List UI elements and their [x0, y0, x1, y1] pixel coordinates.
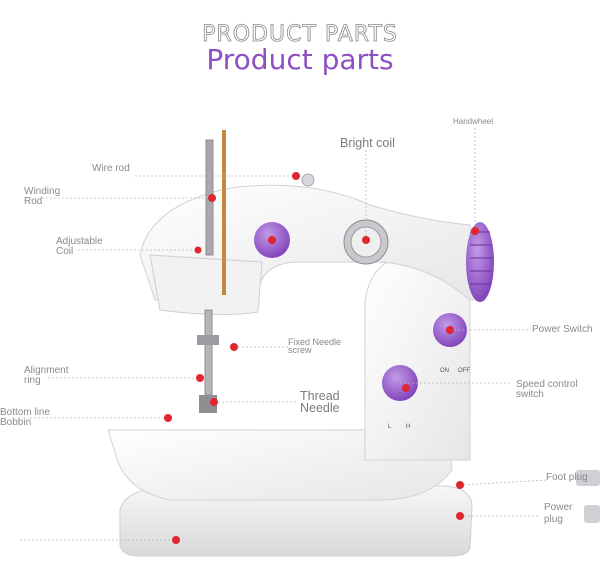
label-power-switch: Power Switch — [532, 324, 593, 335]
switch-on-mark: ON — [440, 368, 449, 374]
page-title: Product parts — [206, 43, 394, 76]
speed-low-mark: L — [388, 424, 392, 430]
needle-head — [149, 254, 263, 316]
speed-high-mark: H — [406, 424, 410, 430]
switch-off-mark: OFF — [458, 368, 470, 374]
title-outline: PRODUCT PARTS — [202, 22, 398, 48]
winding-rod — [222, 130, 226, 295]
label-bright-coil: Bright coil — [340, 136, 395, 150]
handwheel — [466, 222, 494, 302]
part-markers — [164, 172, 479, 544]
label-foot-plug: Foot plug — [546, 472, 588, 483]
label-handwheel: Handwheel — [453, 117, 494, 126]
needle-bar — [204, 309, 213, 396]
leader-lines — [20, 128, 549, 541]
label-wire-rod: Wire rod — [92, 163, 130, 174]
